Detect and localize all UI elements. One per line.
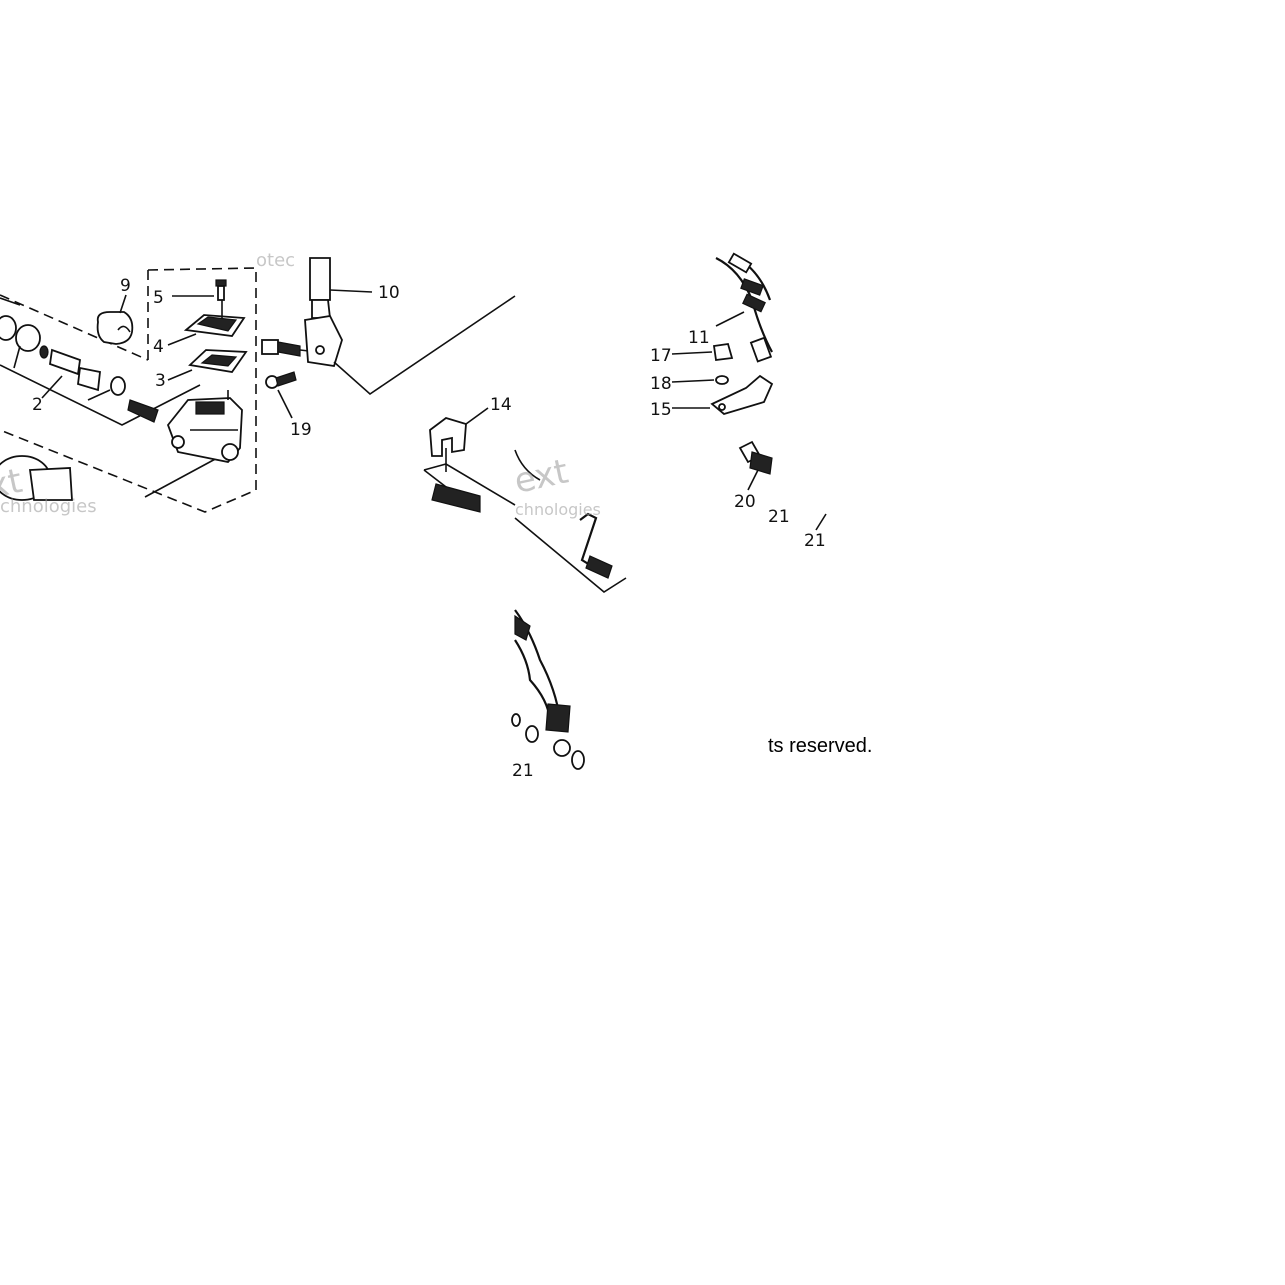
watermark-text: chnologies bbox=[515, 500, 601, 519]
part-brake-hose-lower bbox=[511, 609, 585, 770]
middle-panel: ext chnologies 11 17 18 15 20 21 21 21 bbox=[511, 252, 827, 781]
part-hose-clip bbox=[423, 407, 516, 513]
part-brake-hose-middle bbox=[727, 252, 773, 363]
callout-21: 21 bbox=[768, 507, 790, 527]
part-master-cylinder bbox=[166, 390, 243, 463]
dashed-enclosure bbox=[0, 267, 257, 513]
part-diaphragm bbox=[167, 349, 248, 381]
callout-21: 21 bbox=[512, 761, 534, 781]
part-bracket bbox=[672, 374, 774, 416]
callout-5: 5 bbox=[153, 288, 164, 308]
part-union-bolt bbox=[261, 339, 319, 419]
watermark-text: otec bbox=[256, 250, 295, 271]
callout-20: 20 bbox=[734, 492, 756, 512]
callout-21: 21 bbox=[804, 531, 826, 551]
part-screw bbox=[172, 279, 227, 301]
callout-17: 17 bbox=[650, 346, 672, 366]
callout-19: 19 bbox=[290, 420, 312, 440]
part-bolt bbox=[671, 342, 734, 362]
watermark-text: chnologies bbox=[0, 496, 97, 517]
part-brake-hose-upper bbox=[304, 257, 516, 396]
callout-10: 10 bbox=[378, 283, 400, 303]
callout-15: 15 bbox=[650, 400, 672, 420]
part-reservoir-cap bbox=[167, 300, 246, 346]
callout-14: 14 bbox=[490, 395, 512, 415]
callout-4: 4 bbox=[153, 337, 164, 357]
left-panel: xt chnologies otec 9 5 4 3 2 10 19 14 bbox=[0, 250, 516, 517]
leader-line bbox=[815, 513, 827, 531]
callout-2: 2 bbox=[32, 395, 43, 415]
copyright-text: ts reserved. bbox=[768, 735, 872, 757]
part-union-bolt-lower bbox=[738, 440, 773, 491]
callout-3: 3 bbox=[155, 371, 166, 391]
part-boot bbox=[96, 294, 134, 345]
part-piston-kit bbox=[0, 315, 159, 501]
callout-18: 18 bbox=[650, 374, 672, 394]
callout-9: 9 bbox=[120, 276, 131, 296]
part-washer bbox=[671, 375, 729, 385]
callout-11: 11 bbox=[688, 328, 710, 348]
